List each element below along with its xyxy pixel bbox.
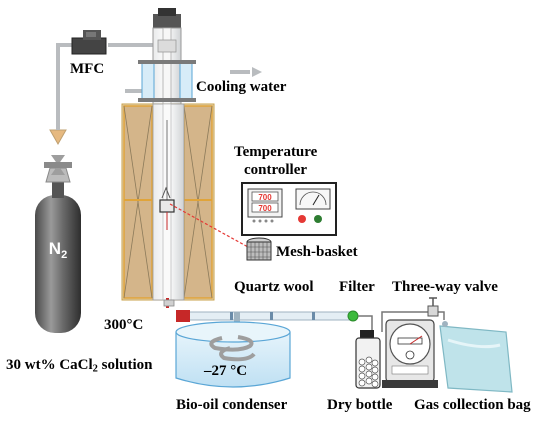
condenser-temp-label: –27 °C [204, 363, 248, 379]
controller-green-indicator [314, 215, 322, 223]
cacl2-label: 30 wt% CaCl2 solution [6, 357, 153, 375]
gas-meter [382, 319, 438, 388]
three-way-valve-label: Three-way valve [392, 279, 498, 295]
controller-value-bottom: 700 [258, 204, 272, 213]
gas-collection-bag-label: Gas collection bag [414, 397, 531, 413]
mesh-basket-in-tube [159, 186, 175, 230]
mfc-device [71, 30, 107, 55]
cooling-water-label: Cooling water [196, 79, 287, 95]
temp-300-label: 300°C [104, 317, 144, 333]
dry-bottle-label: Dry bottle [327, 397, 393, 413]
temperature-controller: 700 700 [241, 182, 337, 236]
gas-bag [439, 321, 513, 393]
temperature-label-line1: Temperature [234, 144, 318, 160]
controller-red-indicator [298, 215, 306, 223]
n2-cylinder: N2 [35, 167, 81, 333]
mesh-basket-icon [246, 237, 272, 261]
three-way-valve-symbol [427, 297, 439, 317]
mfc-label: MFC [70, 61, 105, 77]
cooling-jacket [138, 60, 196, 102]
filter-dot [347, 310, 359, 322]
condenser-beaker [175, 321, 291, 388]
bio-oil-condenser-label: Bio-oil condenser [176, 397, 288, 413]
temperature-label-line2: controller [244, 162, 308, 178]
filter-label: Filter [339, 279, 375, 295]
controller-value-top: 700 [258, 193, 272, 202]
dry-bottle [355, 330, 381, 389]
quartz-wool-label: Quartz wool [234, 279, 314, 295]
n2-label: N2 [49, 239, 67, 261]
n2-regulator [44, 129, 72, 175]
mesh-basket-label: Mesh-basket [276, 244, 358, 260]
